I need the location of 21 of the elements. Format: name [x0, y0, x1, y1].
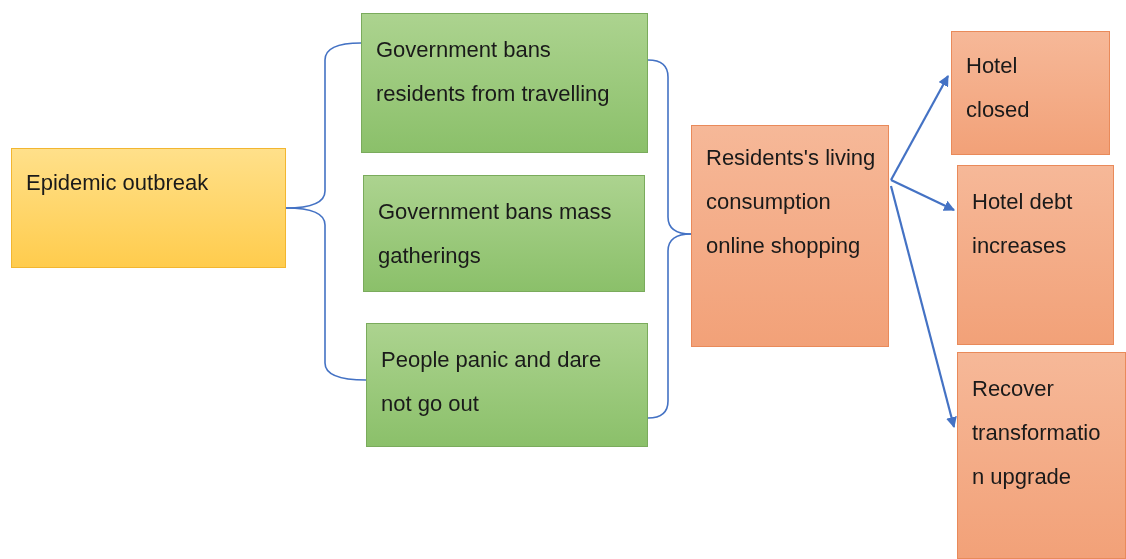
node-text: Government bans residents from travelling [376, 36, 611, 108]
cause-box [11, 148, 286, 268]
node-text: Residents's living consumption online shopping [706, 144, 876, 260]
effect-box [957, 165, 1114, 345]
measure-box [363, 175, 645, 292]
node-text: People panic and dare not go out [381, 346, 603, 418]
brace-connector [285, 207, 367, 381]
measure-box [361, 13, 648, 153]
arrow [890, 179, 955, 211]
node-text: Government bans mass gatherings [378, 198, 613, 270]
effect-box [957, 352, 1126, 559]
arrow [890, 75, 949, 181]
brace-connector [647, 233, 692, 419]
node-text: Hotel debt increases [972, 188, 1074, 260]
node-text: Hotel closed [966, 52, 1031, 124]
measure-box [366, 323, 648, 447]
effect-box [951, 31, 1110, 155]
arrow [889, 185, 957, 429]
effect-box [691, 125, 889, 347]
node-text: Recover transformatio n upgrade [972, 375, 1102, 491]
node-text: Epidemic outbreak [26, 169, 210, 197]
